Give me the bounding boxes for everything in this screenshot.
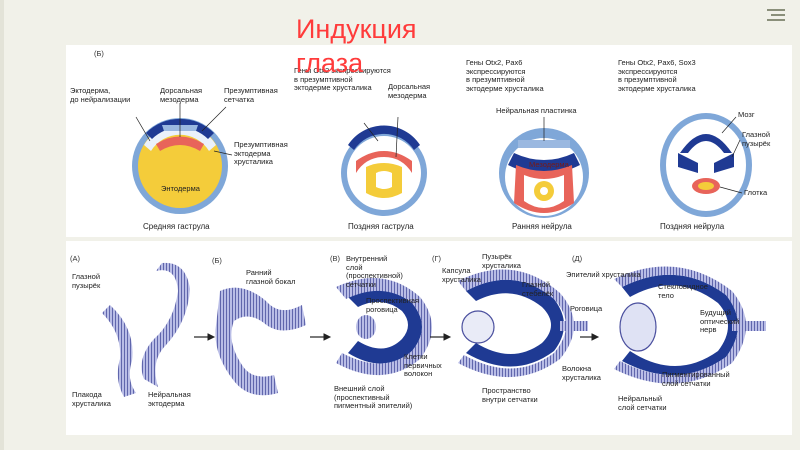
pharynx-label: Глотка [744,188,768,197]
early-neurula-genes-label: Гены Otx2, Pax6 экспрессируются в презум… [466,58,544,93]
presumptive-retina-label: Презумптивная сетчатка [224,86,278,104]
stage-a-diagram [102,262,190,397]
optic-stalk-label: Глазной стебелёк [522,280,554,298]
stage-b-letter: (Б) [212,256,222,265]
stage-arrows [194,333,600,341]
vitreous-body-label: Стекловидное тело [658,282,708,300]
early-neurula-caption: Ранняя нейрула [512,222,572,231]
brain-label: Мозг [738,110,755,119]
stage-e-letter: (Д) [572,254,583,263]
lens-capsule-label: Капсула хрусталика [442,266,481,284]
lens-vesicle-label: Пузырёк хрусталика [482,252,521,270]
presumptive-lens-ectoderm-label: Презумптивная эктодерма хрусталика [234,140,288,166]
stage-c-letter: (В) [330,254,340,263]
lens-placode-label: Плакода хрусталика [72,390,111,408]
late-neurula-diagram [660,113,752,217]
stage-e-diagram [614,266,766,384]
neural-layer-label: Нейральный слой сетчатки [618,394,667,412]
lens-fibers-label: Волокна хрусталика [562,364,601,382]
stage-d-diagram [458,269,588,378]
pigmented-layer-label: Пигментированный слой сетчатки [662,370,730,388]
middle-gastrula-caption: Средняя гаструла [143,222,210,231]
early-neurula-diagram [499,117,589,218]
bottom-figure-panel: (А) Глазной пузырёк Плакода хрусталика Н… [66,241,792,435]
outer-layer-label: Внешний слой (проспективный пигментный э… [334,384,413,410]
primary-fiber-cells-label: Клетки первичных волокон [404,352,442,378]
early-optic-cup-label: Ранний глазной бокал [246,268,296,286]
stage-d-letter: (Г) [432,254,442,263]
top-figure-panel: (Б) Эктодерма, до нейрализации Дорсальна… [66,45,792,237]
top-figure-drawing [132,103,752,218]
future-optic-nerve-label: Будущий оптический нерв [700,308,740,334]
middle-gastrula-diagram [132,103,233,214]
late-gastrula-diagram [341,116,427,216]
late-neurula-caption: Поздняя нейрула [660,222,725,231]
late-neurula-genes-label: Гены Otx2, Pax6, Sox3 экспрессируются в … [618,58,696,93]
lens-epithelium-label: Эпителий хрусталика [566,270,641,279]
cornea-label: Роговица [570,304,603,313]
menu-icon[interactable] [767,9,785,23]
ectoderm-label: Эктодерма, до нейрализации [70,86,131,104]
stage-c-diagram [336,278,432,376]
prospective-cornea-label: Проспективная роговица [366,296,420,314]
mesoderm-label: Мезодерма [529,160,569,169]
late-gastrula-caption: Поздняя гаструла [348,222,414,231]
slide-title: Индукция глаза [296,14,417,78]
optic-vesicle-label: Глазной пузырёк [72,272,101,290]
top-stage-letter: (Б) [94,49,104,58]
inner-layer-label: Внутренний слой (проспективной) сетчатки [346,254,403,289]
endoderm-label: Энтодерма [161,184,200,193]
late-gastrula-genes-label: Гены Otx2 экспрессируются в презумптивно… [294,66,391,92]
stage-a-letter: (А) [70,254,80,263]
bottom-figure-drawing [102,262,766,397]
late-gastrula-mesoderm-label: Дорсальная мезодерма [388,82,431,100]
neural-ectoderm-label: Нейральная эктодерма [148,390,191,408]
optic-vesicle-top-label: Глазной пузырёк [742,130,771,148]
intraretinal-space-label: Пространство внутри сетчатки [482,386,538,404]
neural-plate-label: Нейральная пластинка [496,106,577,115]
stage-b-diagram [215,287,306,396]
dorsal-mesoderm-label: Дорсальная мезодерма [160,86,203,104]
